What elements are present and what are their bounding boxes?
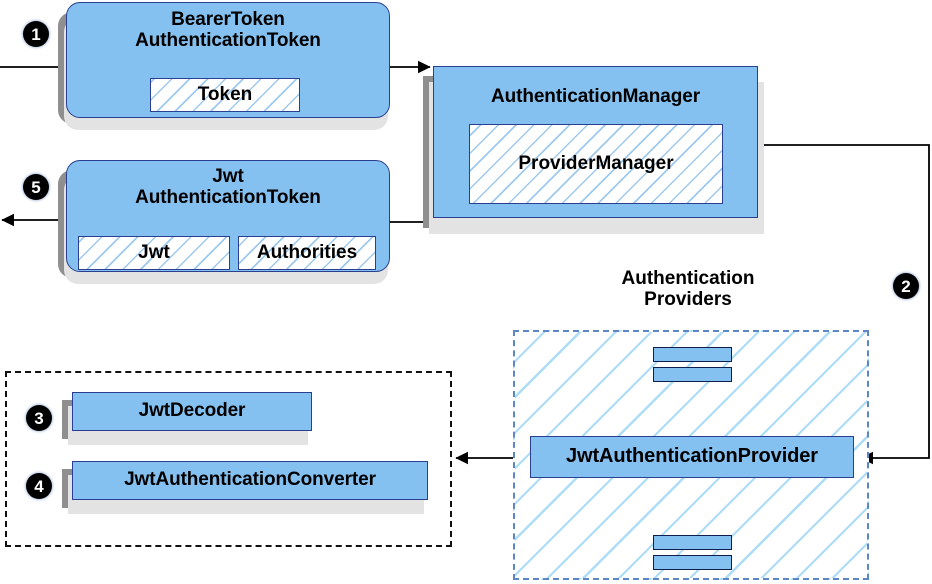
authentication-manager-title: AuthenticationManager	[490, 86, 701, 107]
node-jwt-authentication-converter[interactable]: JwtAuthenticationConverter	[72, 461, 428, 500]
jwt-decoder-title: JwtDecoder	[138, 400, 246, 422]
bearer-token-node-title: BearerToken AuthenticationToken	[135, 9, 321, 51]
bearer-token-title-line1: BearerToken	[171, 9, 285, 30]
provider-placeholder-bar-bottom-1	[653, 535, 732, 550]
jwt-authentication-provider-title: JwtAuthenticationProvider	[566, 445, 818, 468]
step-marker-5: 5	[23, 174, 49, 200]
step-marker-4: 4	[26, 473, 52, 499]
inner-box-provider-manager[interactable]: ProviderManager	[469, 124, 723, 204]
arrow-manager-to-provider	[758, 144, 930, 465]
authentication-providers-caption-line1: Authentication	[621, 268, 755, 289]
inner-box-token[interactable]: Token	[150, 78, 300, 112]
step-marker-3: 3	[26, 405, 52, 431]
jwt-authentication-converter-title: JwtAuthenticationConverter	[124, 469, 376, 491]
provider-placeholder-bar-top-2	[653, 367, 732, 382]
inner-box-provider-manager-label: ProviderManager	[518, 153, 674, 174]
inner-box-token-label: Token	[197, 84, 253, 105]
step-marker-1: 1	[23, 21, 49, 47]
node-jwt-authentication-provider[interactable]: JwtAuthenticationProvider	[530, 436, 854, 478]
provider-placeholder-bar-top-1	[653, 347, 732, 362]
jwt-collaborators-region	[5, 371, 452, 547]
bearer-token-title-line2: AuthenticationToken	[135, 29, 321, 51]
jwt-token-title-line1: Jwt	[212, 166, 244, 187]
inner-box-authorities[interactable]: Authorities	[238, 236, 376, 270]
inner-box-jwt[interactable]: Jwt	[78, 236, 230, 270]
authentication-providers-caption-line2: Providers	[644, 289, 732, 311]
node-jwt-decoder[interactable]: JwtDecoder	[72, 392, 312, 431]
provider-placeholder-bar-bottom-2	[653, 555, 732, 570]
inner-box-jwt-label: Jwt	[138, 242, 170, 263]
jwt-token-title-line2: AuthenticationToken	[135, 186, 321, 208]
authentication-providers-caption: Authentication Providers	[566, 268, 810, 311]
step-marker-2: 2	[893, 273, 919, 299]
inner-box-authorities-label: Authorities	[256, 242, 358, 263]
jwt-token-node-title: Jwt AuthenticationToken	[135, 166, 321, 208]
